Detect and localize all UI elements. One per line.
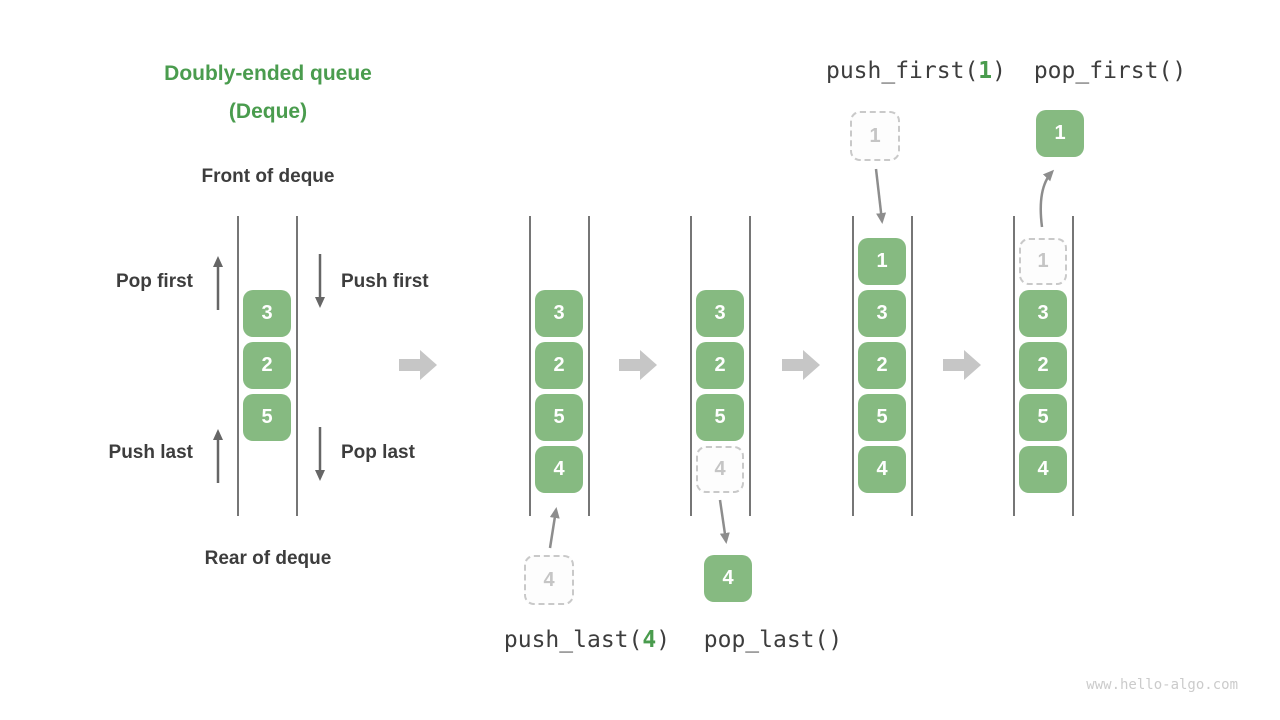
queue-wall-right: [588, 216, 590, 516]
queue-cell: 3: [535, 290, 583, 337]
queue-wall-right: [296, 216, 298, 516]
pop-last-label: Pop last: [341, 442, 415, 463]
queue-wall-left: [237, 216, 239, 516]
outgoing-cell: 1: [1036, 110, 1084, 157]
push-last-op-label: push_last(4): [457, 627, 717, 653]
op-close: ): [656, 627, 671, 653]
flow-arrow-icon: [619, 350, 657, 380]
diagram-title-line2: (Deque): [228, 100, 308, 123]
queue-wall-right: [1072, 216, 1074, 516]
queue-cell: 3: [243, 290, 291, 337]
pop-first-label: Pop first: [115, 271, 193, 292]
queue-cell: 2: [696, 342, 744, 389]
queue-cell-ghost: 4: [696, 446, 744, 493]
queue-cell: 2: [535, 342, 583, 389]
rear-of-deque-label: Rear of deque: [204, 548, 332, 569]
queue-cell: 2: [243, 342, 291, 389]
outgoing-cell: 4: [704, 555, 752, 602]
front-of-deque-label: Front of deque: [201, 166, 335, 187]
queue-wall-right: [749, 216, 751, 516]
queue-wall-left: [529, 216, 531, 516]
flow-arrow-icon: [782, 350, 820, 380]
push-first-transfer-arrow-icon: [874, 168, 887, 224]
pop-first-transfer-arrow-icon: [1039, 169, 1055, 228]
flow-arrow-icon: [943, 350, 981, 380]
pop-first-op-label: pop_first(): [980, 58, 1240, 84]
op-name: pop_last(: [703, 627, 829, 653]
queue-cell-ghost: 1: [1019, 238, 1067, 285]
push-first-label: Push first: [341, 271, 429, 292]
queue-wall-left: [690, 216, 692, 516]
op-name: push_last(: [503, 627, 643, 653]
op-close: ): [828, 627, 843, 653]
push-first-op-label: push_first(1): [786, 58, 1046, 84]
op-close: ): [992, 58, 1007, 84]
incoming-cell-ghost: 1: [850, 111, 900, 161]
op-arg: 4: [642, 627, 657, 653]
diagram-title: Doubly-ended queue (Deque): [88, 55, 448, 131]
op-name: pop_first(: [1033, 58, 1173, 84]
queue-cell: 5: [696, 394, 744, 441]
queue-cell: 5: [1019, 394, 1067, 441]
queue-wall-left: [1013, 216, 1015, 516]
queue-cell: 2: [1019, 342, 1067, 389]
queue-cell: 4: [858, 446, 906, 493]
queue-cell: 5: [858, 394, 906, 441]
diagram-title-line1: Doubly-ended queue: [164, 62, 372, 85]
queue-cell: 4: [1019, 446, 1067, 493]
pop-last-op-label: pop_last(): [643, 627, 903, 653]
incoming-cell-ghost: 4: [524, 555, 574, 605]
queue-cell: 3: [1019, 290, 1067, 337]
flow-arrow-icon: [399, 350, 437, 380]
push-last-transfer-arrow-icon: [548, 507, 560, 549]
queue-wall-left: [852, 216, 854, 516]
op-name: push_first(: [825, 58, 979, 84]
queue-cell: 5: [535, 394, 583, 441]
queue-cell: 3: [696, 290, 744, 337]
queue-cell: 1: [858, 238, 906, 285]
op-close: ): [1172, 58, 1187, 84]
push-last-label: Push last: [108, 442, 193, 463]
queue-cell: 2: [858, 342, 906, 389]
watermark: www.hello-algo.com: [1086, 677, 1238, 693]
queue-cell: 5: [243, 394, 291, 441]
pop-last-transfer-arrow-icon: [718, 499, 730, 544]
queue-wall-right: [911, 216, 913, 516]
op-arg: 1: [978, 58, 993, 84]
queue-cell: 4: [535, 446, 583, 493]
queue-cell: 3: [858, 290, 906, 337]
